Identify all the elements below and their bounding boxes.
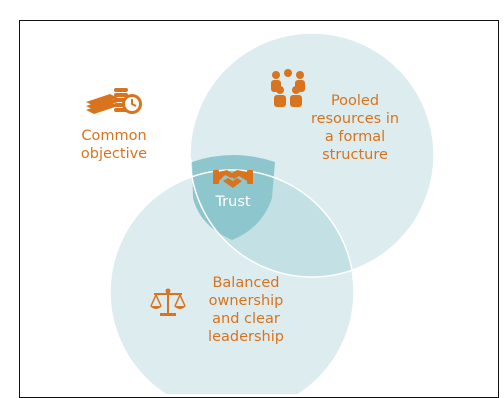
money-and-clock-icon	[86, 88, 142, 114]
label-pooled-resources: Pooled resources in a formal structure	[310, 93, 400, 163]
trust-region	[192, 155, 275, 240]
circle-outline-bottom	[109, 169, 355, 394]
label-balanced-ownership: Balanced ownership and clear leadership	[208, 275, 284, 345]
overlap-top-left	[190, 170, 354, 277]
overlap-center	[190, 170, 312, 242]
label-common-objective: Common objective	[80, 128, 148, 162]
left-lens-outline	[185, 117, 193, 163]
circle-outline-top	[189, 32, 435, 278]
scales-icon	[150, 288, 186, 316]
handshake-icon	[213, 170, 253, 188]
label-trust: Trust	[215, 194, 251, 210]
group-of-people-icon	[271, 69, 305, 107]
